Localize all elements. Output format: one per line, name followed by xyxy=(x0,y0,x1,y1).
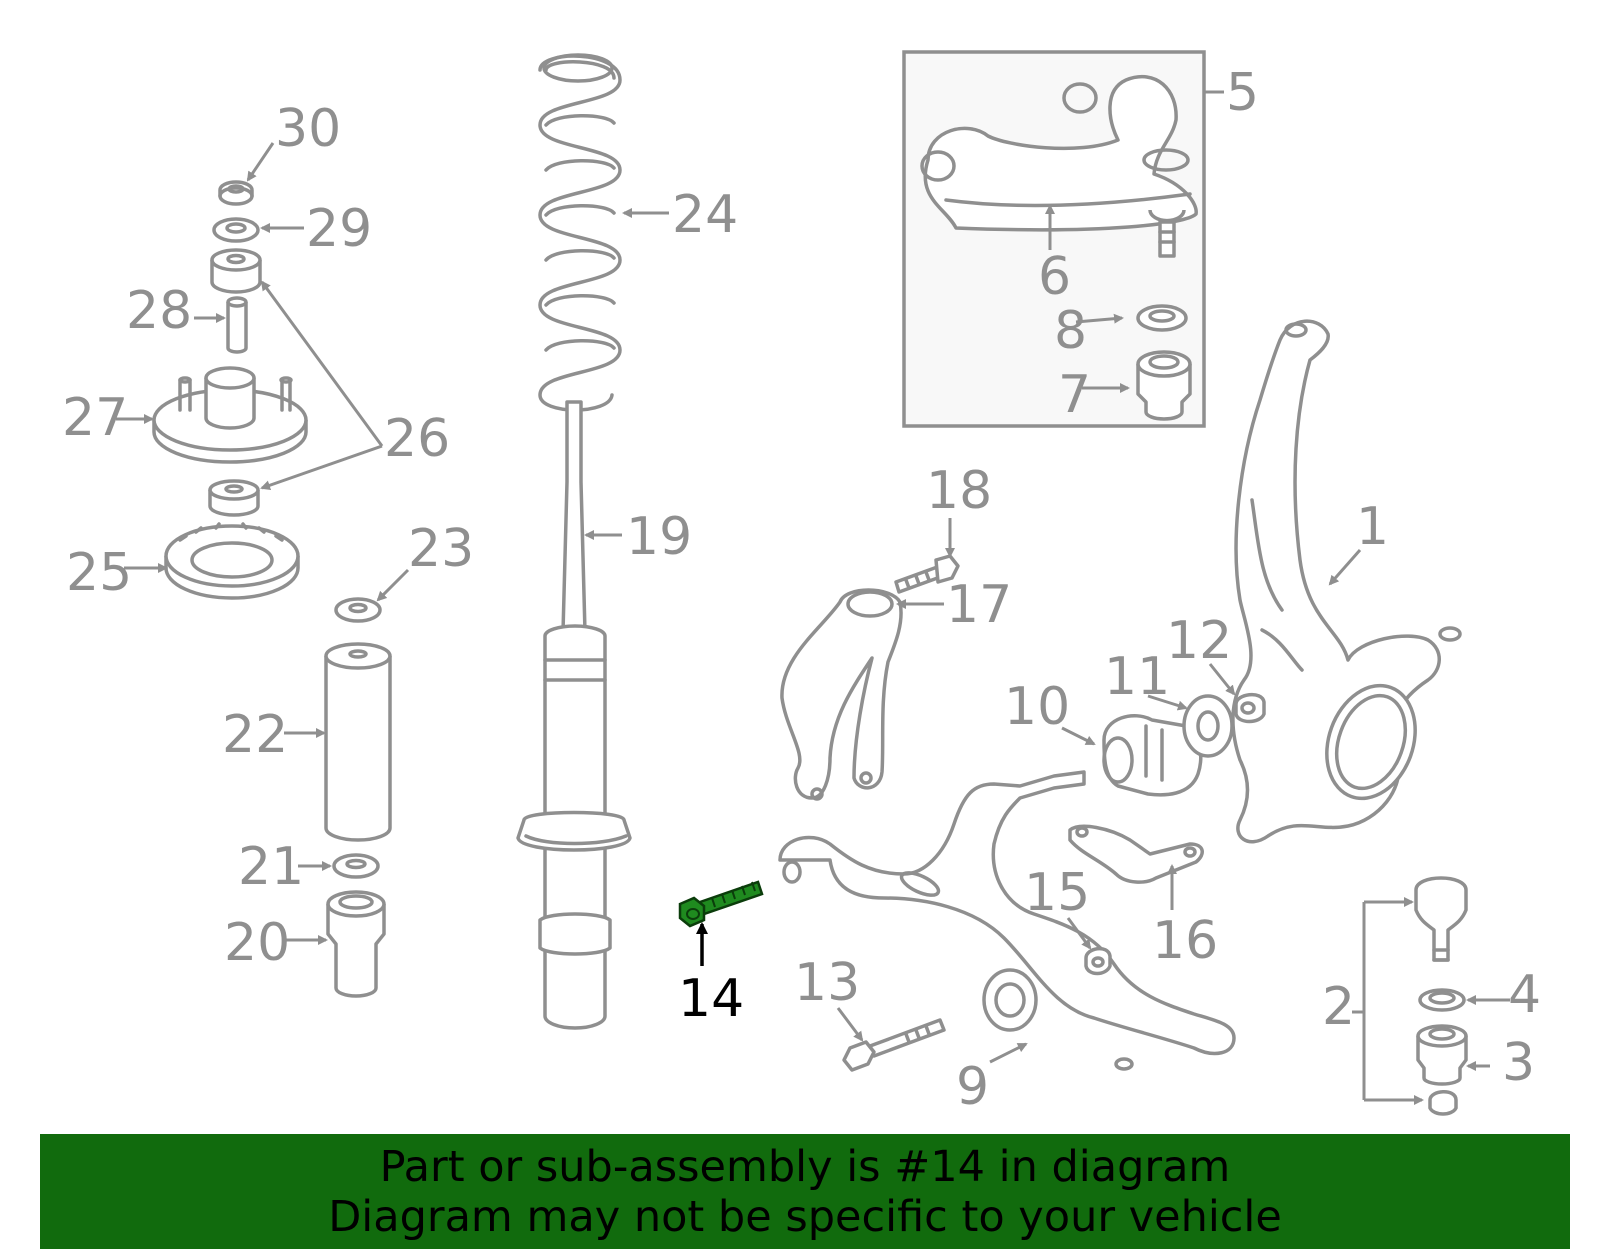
callout-10: 10 xyxy=(1004,677,1070,737)
part-2-ball-joint xyxy=(1414,876,1468,962)
bracket-2 xyxy=(1352,902,1366,1100)
callout-12: 12 xyxy=(1166,611,1232,671)
part-13-bolt xyxy=(842,1018,946,1072)
part-21-washer xyxy=(332,853,380,879)
callout-27: 27 xyxy=(62,388,128,448)
part-17-fork xyxy=(780,588,903,801)
callout-21: 21 xyxy=(238,837,304,897)
part-25-spring-seat xyxy=(164,522,300,600)
callout-29: 29 xyxy=(306,199,372,259)
callout-1: 1 xyxy=(1356,497,1389,557)
part-12-nut xyxy=(1234,692,1266,724)
callout-26: 26 xyxy=(384,409,450,469)
part-11-bushing xyxy=(1182,694,1234,758)
callout-13: 13 xyxy=(794,953,860,1013)
callout-5: 5 xyxy=(1226,63,1259,123)
callout-24: 24 xyxy=(672,185,738,245)
callout-19: 19 xyxy=(626,507,692,567)
part-2-nut xyxy=(1428,1090,1458,1116)
part-23-washer xyxy=(334,597,382,623)
callout-labels: 30 29 28 27 26 25 24 23 22 21 20 19 18 1… xyxy=(62,63,1541,1117)
callout-18: 18 xyxy=(926,461,992,521)
callout-16: 16 xyxy=(1152,911,1218,971)
part-27-strut-mount xyxy=(152,366,308,464)
part-30-nut xyxy=(218,180,254,206)
callout-23: 23 xyxy=(408,519,474,579)
part-18-bolt xyxy=(894,554,960,594)
callout-4: 4 xyxy=(1508,965,1541,1025)
banner-line-1: Part or sub-assembly is #14 in diagram xyxy=(379,1142,1231,1192)
part-26-bushing-lower xyxy=(208,479,260,517)
callout-14[interactable]: 14 xyxy=(678,969,744,1029)
part-10-bushing xyxy=(1102,714,1203,797)
info-banner: Part or sub-assembly is #14 in diagram D… xyxy=(40,1134,1570,1249)
callout-15: 15 xyxy=(1024,863,1090,923)
part-22-dust-boot xyxy=(324,642,392,842)
callout-2: 2 xyxy=(1322,977,1355,1037)
part-8-washer xyxy=(1136,304,1188,332)
callout-30: 30 xyxy=(275,99,341,159)
part-20-bump-stop xyxy=(326,890,386,998)
part-24-coil-spring xyxy=(538,53,622,412)
part-15-nut xyxy=(1084,946,1112,976)
part-1-steering-knuckle xyxy=(1231,319,1462,844)
part-29-washer xyxy=(212,217,260,243)
callout-28: 28 xyxy=(126,281,192,341)
part-4-washer xyxy=(1418,988,1466,1012)
callout-20: 20 xyxy=(224,913,290,973)
part-3-boot xyxy=(1416,1024,1468,1086)
part-7-bushing xyxy=(1136,350,1192,421)
callout-22: 22 xyxy=(222,705,288,765)
part-28-sleeve xyxy=(226,296,248,354)
part-26-bushing-upper xyxy=(210,248,262,294)
callout-9: 9 xyxy=(956,1057,989,1117)
callout-17: 17 xyxy=(946,575,1012,635)
banner-line-2: Diagram may not be specific to your vehi… xyxy=(328,1192,1282,1242)
leader-lines xyxy=(116,90,1510,1071)
part-19-strut xyxy=(516,400,632,1030)
callout-11: 11 xyxy=(1104,647,1170,707)
part-14-bolt[interactable] xyxy=(678,880,764,928)
part-6-upper-control-arm xyxy=(920,74,1198,258)
callout-8: 8 xyxy=(1054,301,1087,361)
callout-6: 6 xyxy=(1038,247,1071,307)
callout-3: 3 xyxy=(1502,1033,1535,1093)
part-9-lower-control-arm xyxy=(778,770,1236,1071)
callout-7: 7 xyxy=(1058,365,1091,425)
callout-25: 25 xyxy=(66,543,132,603)
